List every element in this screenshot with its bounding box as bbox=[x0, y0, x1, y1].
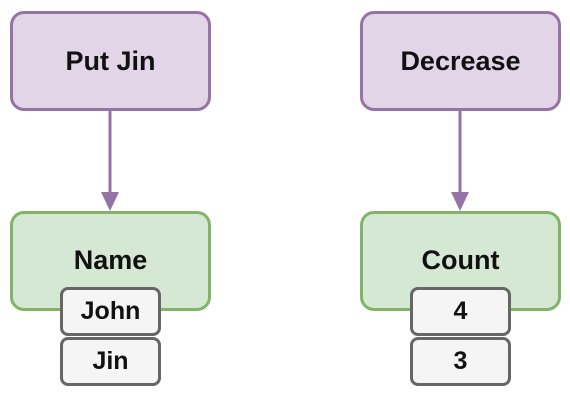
name-item-john: John bbox=[60, 287, 161, 336]
name-item-label: John bbox=[80, 297, 141, 325]
arrow-put-jin-to-name bbox=[101, 111, 119, 211]
count-item-label: 3 bbox=[453, 347, 468, 375]
decrease-label: Decrease bbox=[400, 45, 521, 76]
count-item-4: 4 bbox=[410, 287, 511, 336]
put-jin-action-box: Put Jin bbox=[10, 11, 211, 111]
count-label: Count bbox=[421, 245, 500, 275]
arrow-decrease-to-count bbox=[451, 111, 469, 211]
name-item-jin: Jin bbox=[60, 337, 161, 386]
decrease-action-box: Decrease bbox=[360, 11, 561, 111]
put-jin-label: Put Jin bbox=[65, 45, 156, 76]
count-item-3: 3 bbox=[410, 337, 511, 386]
count-item-label: 4 bbox=[453, 297, 468, 325]
name-item-label: Jin bbox=[92, 347, 129, 375]
name-label: Name bbox=[73, 245, 148, 275]
